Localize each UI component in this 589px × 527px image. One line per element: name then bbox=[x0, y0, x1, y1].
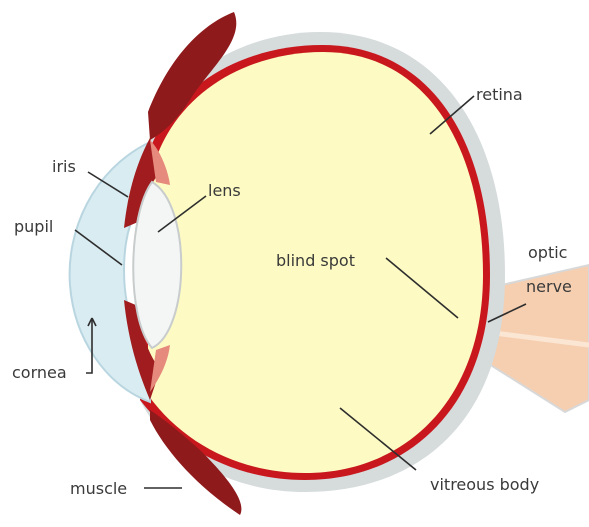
label-lens: lens bbox=[208, 181, 241, 200]
label-cornea: cornea bbox=[12, 363, 67, 382]
label-blind-spot: blind spot bbox=[276, 251, 355, 270]
label-muscle: muscle bbox=[70, 479, 127, 498]
label-nerve: nerve bbox=[526, 277, 572, 296]
label-vitreous-body: vitreous body bbox=[430, 475, 539, 494]
label-retina: retina bbox=[476, 85, 523, 104]
label-pupil: pupil bbox=[14, 217, 53, 236]
label-iris: iris bbox=[52, 157, 76, 176]
label-optic: optic bbox=[528, 243, 567, 262]
